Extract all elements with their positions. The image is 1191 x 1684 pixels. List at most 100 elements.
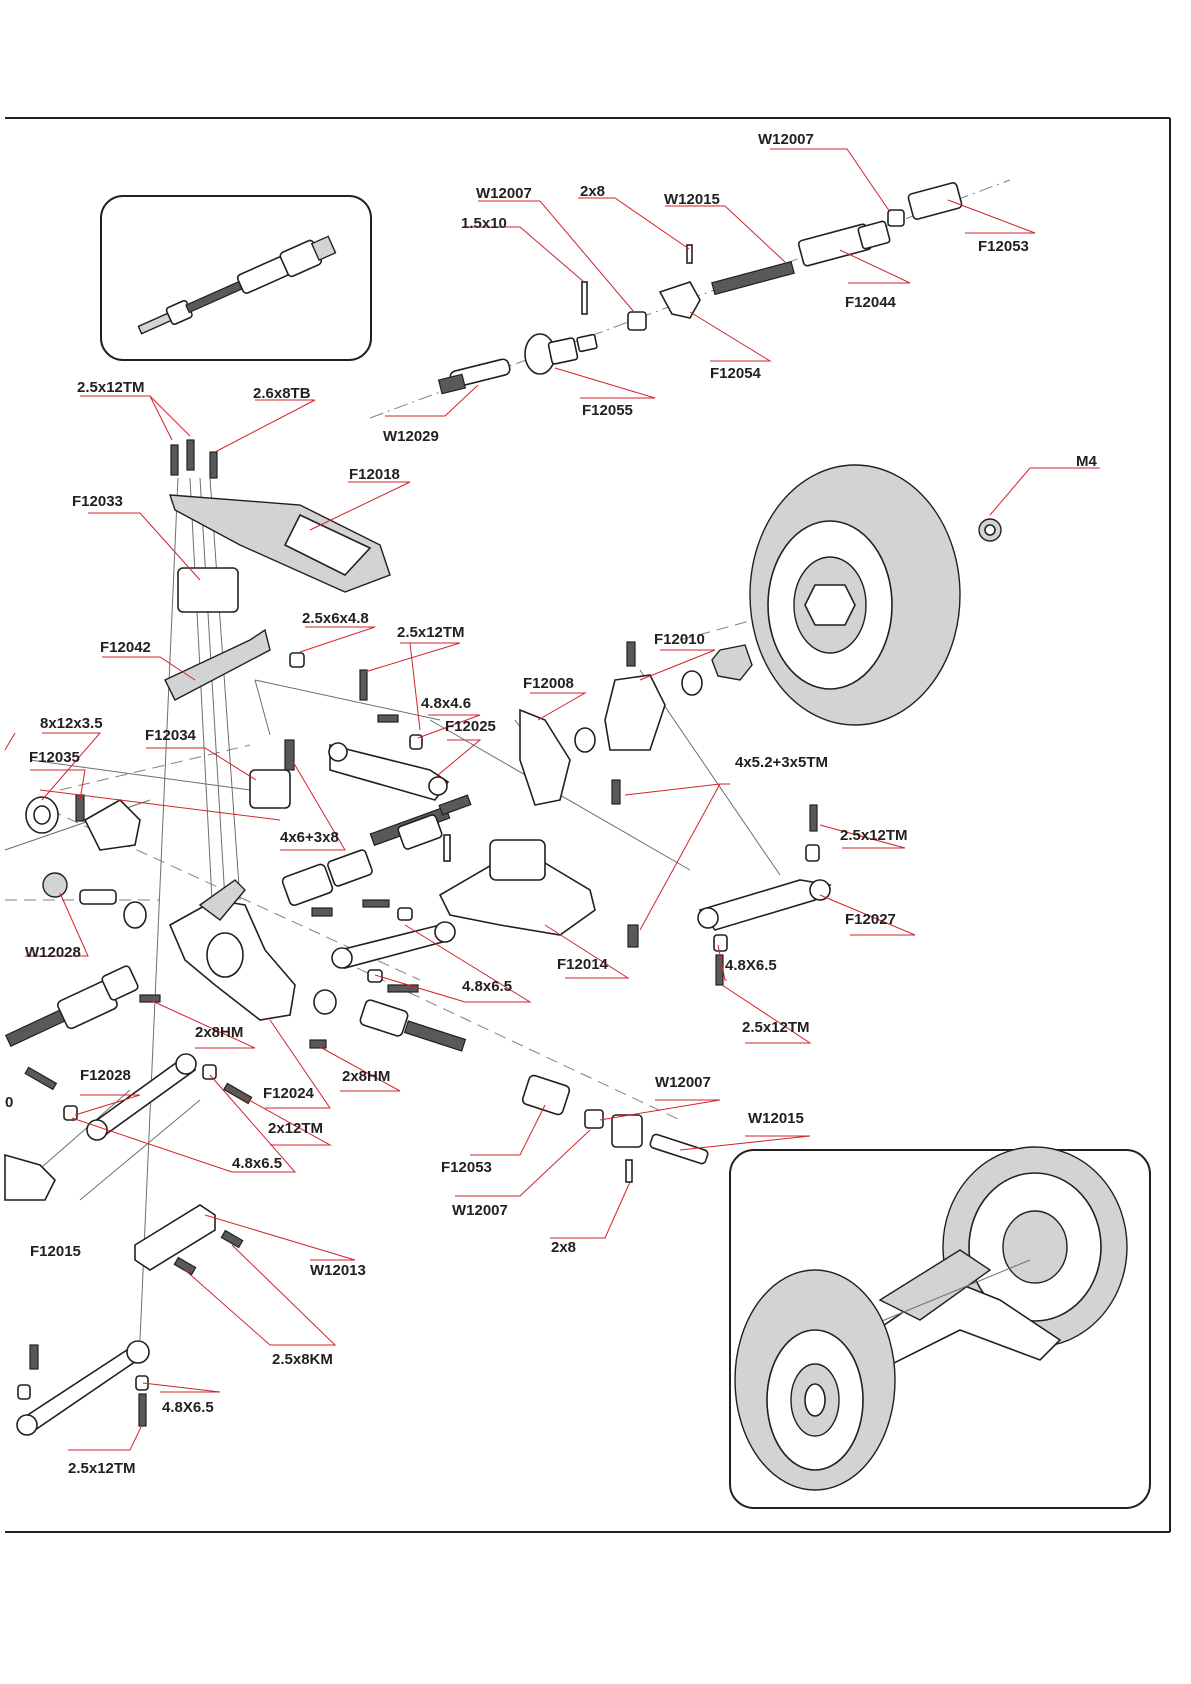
- label-f12027: F12027: [845, 911, 896, 928]
- pin-vertical: [443, 834, 451, 862]
- yoke-lower: [611, 1114, 643, 1148]
- label-screw-4x5-2-3x5tm: 4x5.2+3x5TM: [735, 754, 828, 771]
- hex-hub: [711, 644, 753, 681]
- bearing-housing: [123, 901, 147, 929]
- link-f12042: [164, 628, 271, 701]
- label-bushing-2-5x6x4-8: 2.5x6x4.8: [302, 610, 369, 627]
- label-f12034: F12034: [145, 727, 197, 744]
- label-f12042: F12042: [100, 639, 151, 656]
- kingpin-screw: [611, 779, 621, 805]
- pinion-shaft-w12029: [437, 358, 511, 395]
- wheel-nut-m4: [978, 518, 1002, 542]
- upper-plate-f12018: [169, 494, 391, 593]
- screw-2x8hm-lower: [309, 1039, 327, 1049]
- label-screw-2-5x12tm-a: 2.5x12TM: [77, 379, 145, 396]
- screw-4x6-3x8-part: [284, 739, 295, 771]
- yoke-f12054: [658, 281, 701, 319]
- bushing-2-5x6x4-8-part: [289, 652, 305, 668]
- screws-lower-center: [362, 899, 419, 993]
- cross-joint-w12007-b: [887, 209, 905, 227]
- label-f12010: F12010: [654, 631, 705, 648]
- label-f12055: F12055: [582, 402, 633, 419]
- screws-f12027: [713, 804, 820, 986]
- pin-1-5x10-part: [581, 281, 588, 315]
- leader-lines: [4, 148, 1100, 1451]
- axle-housing-f12024: [168, 879, 296, 1021]
- bearing-small: [574, 727, 596, 753]
- label-f12028: F12028: [80, 1067, 131, 1084]
- label-w12007-c: W12007: [655, 1074, 711, 1091]
- knuckle-f12010: [604, 674, 666, 751]
- label-ball-4-8x6-5-b: 4.8x6.5: [462, 978, 512, 995]
- gear-f12035: [83, 799, 141, 851]
- input-cup-f12055: [524, 333, 598, 375]
- bearing-8x12x3-5-part: [25, 796, 59, 834]
- label-pin-2x8-top: 2x8: [580, 183, 605, 200]
- label-screw-2-6x8tb: 2.6x8TB: [253, 385, 311, 402]
- label-f12025: F12025: [445, 718, 496, 735]
- pin-2x8-b-part: [625, 1159, 633, 1183]
- screws-f12028: [24, 1064, 253, 1121]
- label-f12054: F12054: [710, 365, 762, 382]
- drive-shaft-left: [4, 965, 139, 1048]
- label-f12044: F12044: [845, 294, 897, 311]
- label-m4: M4: [1076, 453, 1097, 470]
- link-bottom-left: [16, 1340, 150, 1436]
- assembly-guide-lines: [4, 179, 1011, 1341]
- inset-driveshaft-detail: [100, 195, 372, 361]
- label-nut-4-8x4-6: 4.8x4.6: [421, 695, 471, 712]
- tire-wheel: [749, 464, 961, 726]
- screw-center: [311, 907, 333, 917]
- gear-w12028: [42, 872, 117, 905]
- label-w12029: W12029: [383, 428, 439, 445]
- link-f12028: [86, 1053, 197, 1141]
- label-ball-4-8x6-5-d: 4.8X6.5: [162, 1399, 214, 1416]
- label-f12018: F12018: [349, 466, 400, 483]
- label-f12035: F12035: [29, 749, 80, 766]
- drive-shaft-center: [281, 794, 472, 907]
- label-f12015: F12015: [30, 1243, 81, 1260]
- link-f12027: [697, 879, 832, 931]
- screw-arm: [627, 924, 639, 948]
- label-w12015-b: W12015: [748, 1110, 804, 1127]
- label-f12024: F12024: [263, 1085, 315, 1102]
- screw-knuckle: [626, 641, 636, 667]
- screws-f12025: [359, 669, 423, 750]
- c-hub-f12008: [519, 708, 571, 806]
- arm-f12014: [438, 839, 596, 936]
- label-w12013: W12013: [310, 1262, 366, 1279]
- pin-2x8-part: [686, 244, 693, 264]
- label-f12053-b: F12053: [441, 1159, 492, 1176]
- label-f12033: F12033: [72, 493, 123, 510]
- cross-joint-w12007-top: [627, 311, 647, 331]
- yoke-f12053-top: [907, 182, 963, 220]
- yoke-f12053-b: [521, 1074, 571, 1116]
- label-w12028: W12028: [25, 944, 81, 961]
- hub-bearing: [681, 670, 703, 696]
- part-labels: W12007 W12007 2x8 W12015 F12053 1.5x10 F…: [5, 131, 1097, 1477]
- label-screw-2-5x8km: 2.5x8KM: [272, 1351, 333, 1368]
- screws-top-plate: [170, 439, 218, 479]
- label-w12007-top: W12007: [758, 131, 814, 148]
- label-pin-1-5x10: 1.5x10: [461, 215, 507, 232]
- label-ball-4-8x6-5-a: 4.8X6.5: [725, 957, 777, 974]
- label-f12053-top: F12053: [978, 238, 1029, 255]
- label-pin-2x8-b: 2x8: [551, 1239, 576, 1256]
- shaft-tube-f12044: [797, 220, 891, 267]
- label-w12007-d: W12007: [452, 1202, 508, 1219]
- link-f12025: [328, 742, 450, 801]
- label-screw-2-5x12tm-c: 2.5x12TM: [840, 827, 908, 844]
- spline-shaft-w12015: [711, 260, 795, 296]
- parts: [4, 182, 1002, 1436]
- label-screw-2x8hm-b: 2x8HM: [342, 1068, 390, 1085]
- spacer: [313, 989, 337, 1015]
- spline-shaft-w12015-b: [649, 1133, 709, 1165]
- screws-bottom-left: [17, 1344, 149, 1427]
- label-bearing-8x12x3-5: 8x12x3.5: [40, 715, 103, 732]
- label-screw-2-5x12tm-b: 2.5x12TM: [397, 624, 465, 641]
- label-screw-4x6-3x8: 4x6+3x8: [280, 829, 339, 846]
- drive-shaft-lower: [359, 999, 467, 1052]
- screw-2x8hm-left: [139, 994, 161, 1003]
- servo-mount-f12033: [177, 567, 239, 613]
